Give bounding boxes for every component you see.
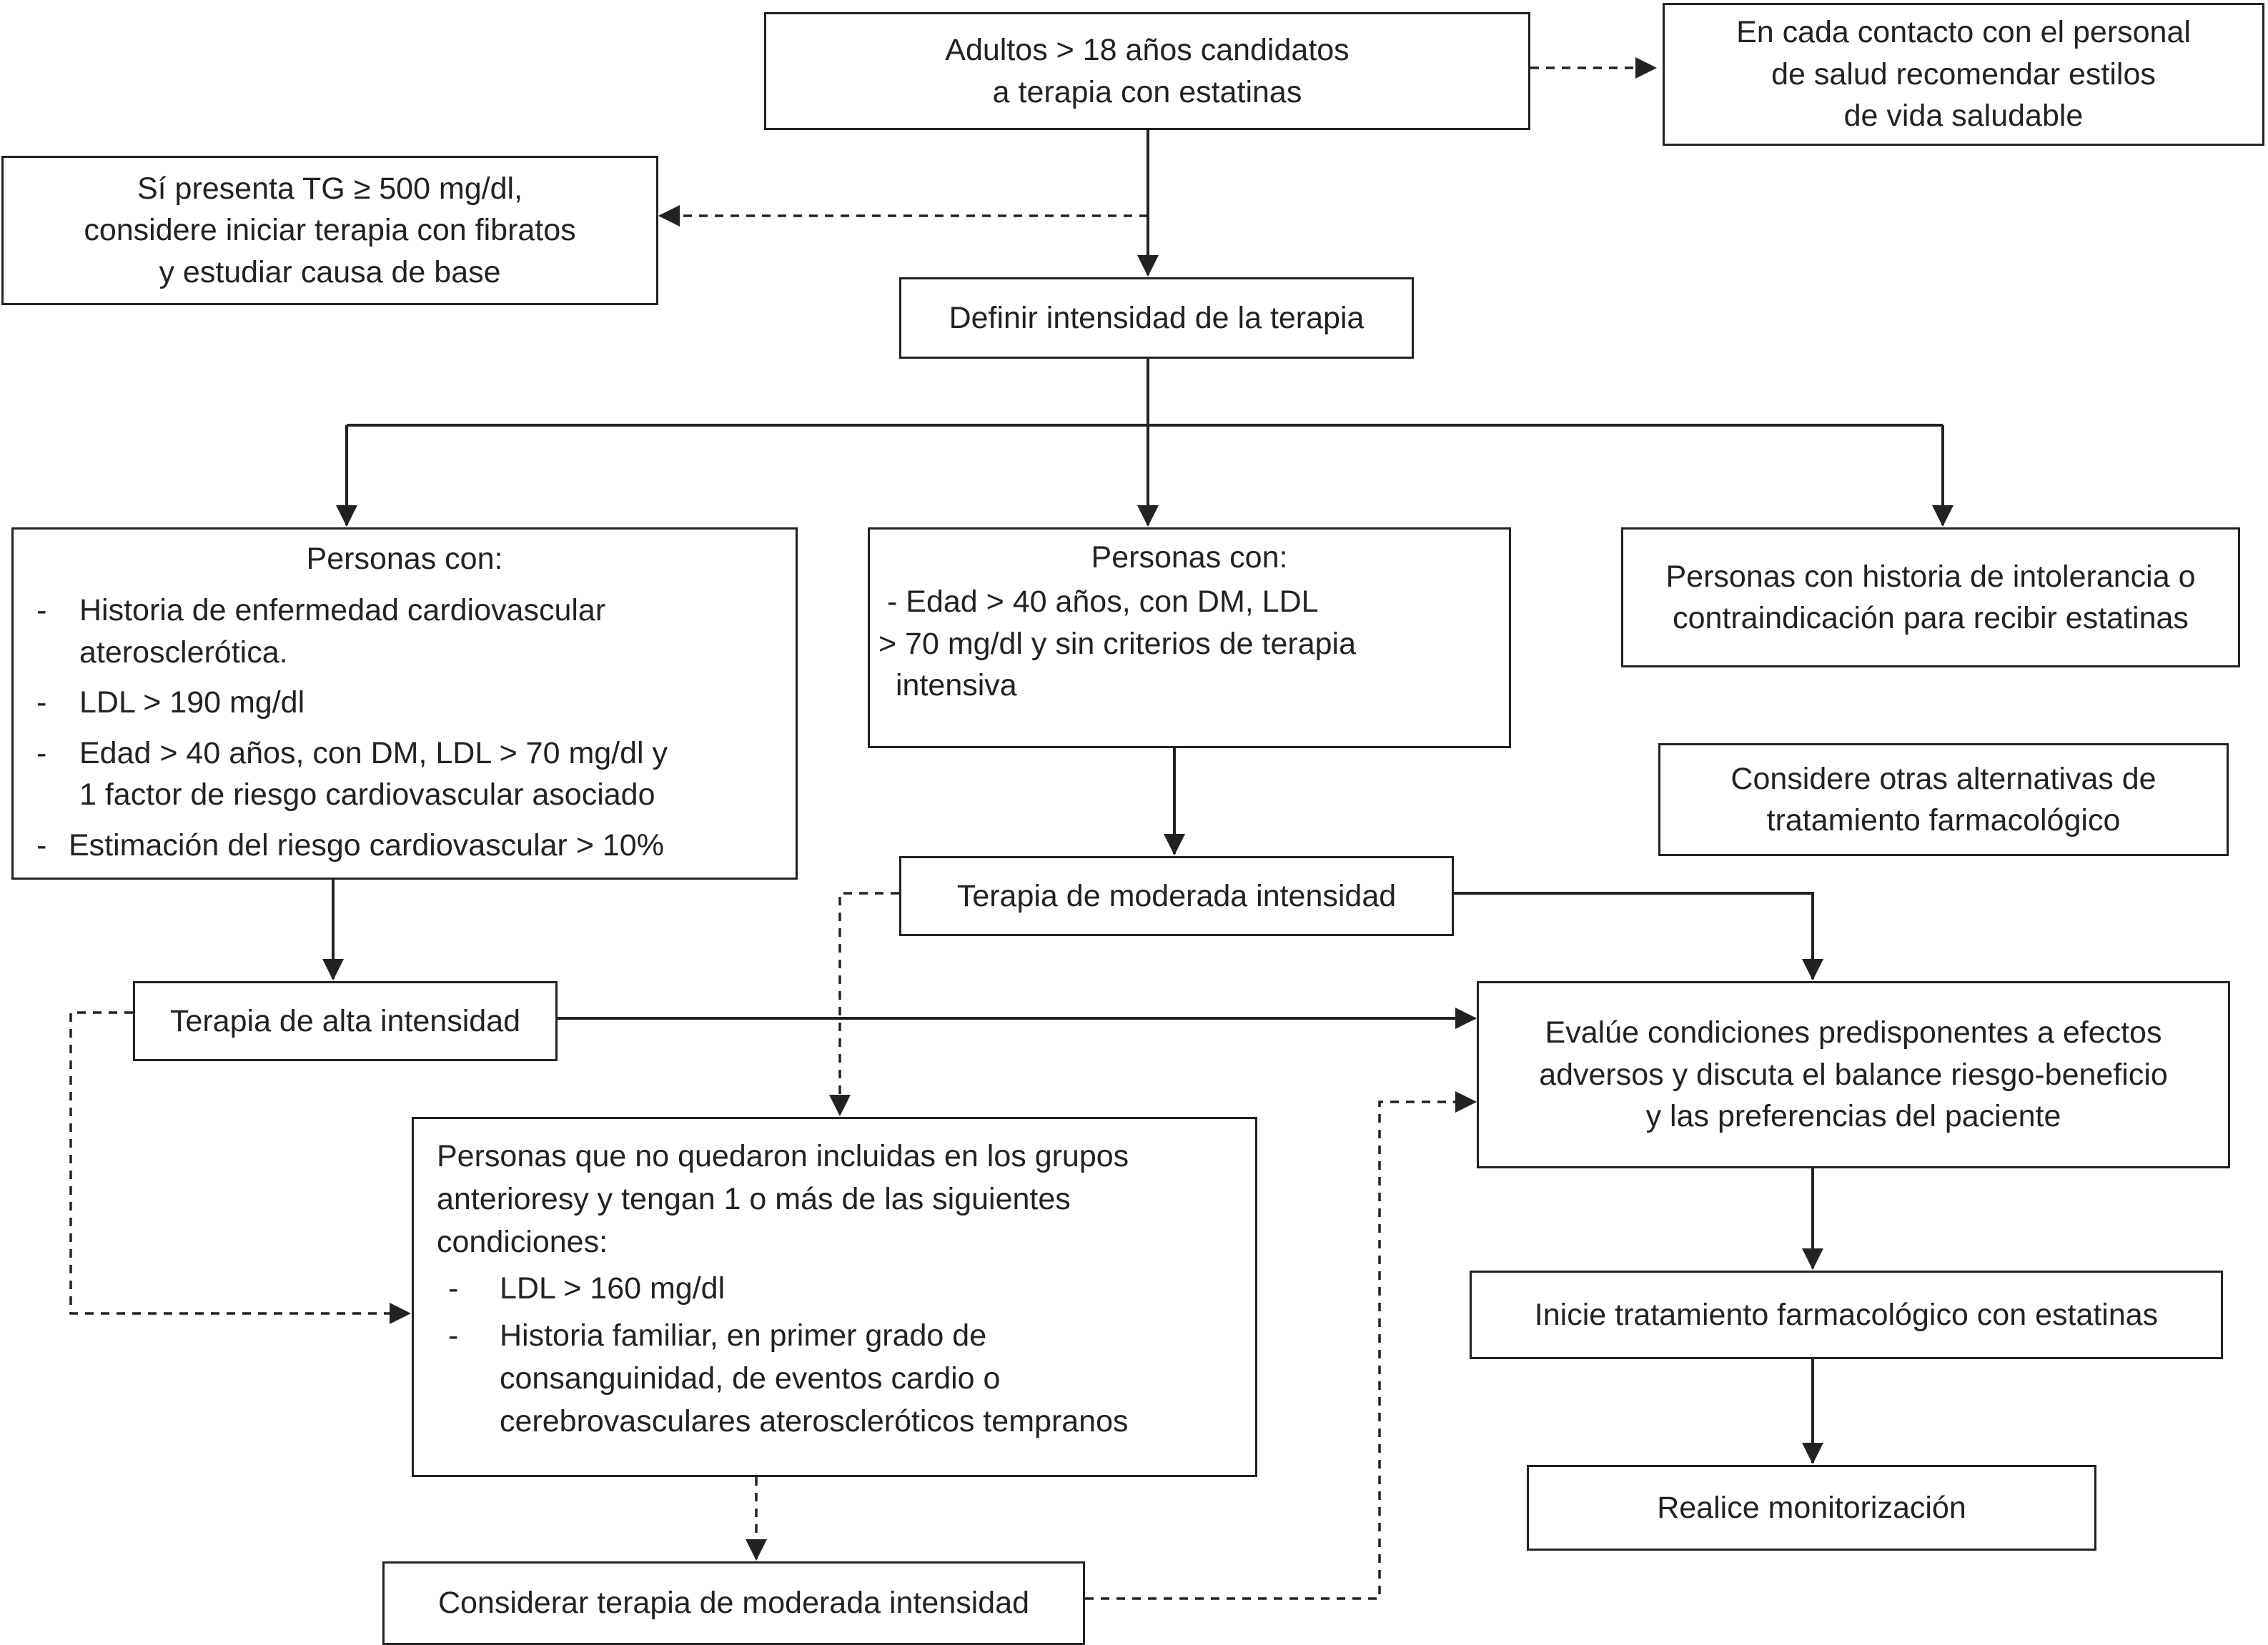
connector-consider-moderate-to-evaluate — [1085, 1100, 1475, 1600]
node-lifestyle-line-1: En cada contacto con el personal — [1736, 15, 2191, 50]
node-group-high-item-2: - LDL > 190 mg/dl — [36, 682, 796, 723]
bullet-dash: - — [36, 828, 47, 863]
node-others-intro-line-2: anterioresy y tengan 1 o más de las sigu… — [437, 1182, 1071, 1217]
node-group-high-item-3: - Edad > 40 años, con DM, LDL > 70 mg/dl… — [36, 732, 796, 816]
node-others-item-2-line-3: cerebrovasculares ateroscleróticos tempr… — [500, 1404, 1129, 1439]
node-start-statins: Inicie tratamiento farmacológico con est… — [1470, 1271, 2223, 1359]
node-start-statins-line-1: Inicie tratamiento farmacológico con est… — [1534, 1297, 2159, 1332]
node-group-moderate-line-1: - Edad > 40 años, con DM, LDL — [887, 585, 1319, 620]
arrowhead-evaluate-from-high — [1455, 1008, 1477, 1029]
node-monitoring: Realice monitorización — [1527, 1465, 2096, 1551]
bullet-dash: - — [36, 735, 47, 770]
node-group-moderate-line-2: > 70 mg/dl y sin criterios de terapia — [878, 626, 1357, 661]
node-others-item-1-line-1: LDL > 160 mg/dl — [500, 1271, 726, 1306]
bullet-dash: - — [448, 1271, 459, 1306]
node-group-intolerance-line-1: Personas con historia de intolerancia o — [1665, 559, 2196, 594]
node-group-high-item-3-line-2: 1 factor de riesgo cardiovascular asocia… — [79, 777, 655, 812]
node-others-item-1: - LDL > 160 mg/dl — [437, 1267, 1255, 1310]
connector-moderate-therapy-to-evaluate — [1454, 892, 1814, 979]
node-moderate-therapy-line-1: Terapia de moderada intensidad — [956, 878, 1397, 913]
bullet-dash: - — [36, 593, 47, 628]
node-adults-line-1: Adultos > 18 años candidatos — [945, 33, 1350, 68]
arrowhead-start — [1802, 1248, 1823, 1270]
node-alternatives: Considere otras alternativas de tratamie… — [1658, 743, 2229, 856]
node-tg: Sí presenta TG ≥ 500 mg/dl, considere in… — [1, 156, 658, 305]
arrowhead-moderate-therapy — [1164, 834, 1185, 855]
node-group-intolerance: Personas con historia de intolerancia o … — [1621, 527, 2240, 667]
node-group-high-item-4: - Estimación del riesgo cardiovascular >… — [36, 825, 796, 866]
bullet-dash: - — [448, 1318, 459, 1353]
arrowhead-evaluate-from-consider — [1455, 1091, 1477, 1113]
node-group-high-item-3-line-1: Edad > 40 años, con DM, LDL > 70 mg/dl y — [79, 735, 668, 770]
node-group-moderate: Personas con: - Edad > 40 años, con DM, … — [868, 527, 1511, 748]
node-lifestyle-line-2: de salud recomendar estilos — [1771, 56, 2156, 91]
node-group-high-title: Personas con: — [306, 542, 503, 576]
connector-high-therapy-to-others — [69, 1011, 410, 1315]
node-group-high-item-1: - Historia de enfermedad cardiovascular … — [36, 590, 796, 673]
node-evaluate-line-1: Evalúe condiciones predisponentes a efec… — [1545, 1015, 2162, 1050]
node-others-intro-line-1: Personas que no quedaron incluidas en lo… — [437, 1139, 1129, 1173]
node-evaluate-line-2: adversos y discuta el balance riesgo-ben… — [1539, 1057, 2168, 1092]
arrowhead-group-moderate — [1137, 505, 1159, 527]
node-moderate-therapy: Terapia de moderada intensidad — [899, 856, 1454, 936]
node-evaluate-line-3: y las preferencias del paciente — [1645, 1099, 2061, 1134]
arrowhead-monitoring — [1802, 1443, 1823, 1464]
node-evaluate: Evalúe condiciones predisponentes a efec… — [1477, 981, 2230, 1168]
node-tg-line-3: y estudiar causa de base — [159, 254, 501, 289]
node-group-high: Personas con: - Historia de enfermedad c… — [11, 527, 798, 880]
node-high-therapy: Terapia de alta intensidad — [133, 981, 558, 1061]
node-group-high-item-4-line-1: Estimación del riesgo cardiovascular > 1… — [69, 828, 664, 863]
node-others-item-2-line-1: Historia familiar, en primer grado de — [500, 1318, 987, 1353]
node-tg-line-2: considere iniciar terapia con fibratos — [84, 213, 576, 248]
node-group-moderate-title: Personas con: — [1091, 540, 1288, 575]
node-adults: Adultos > 18 años candidatos a terapia c… — [764, 12, 1530, 130]
node-define: Definir intensidad de la terapia — [899, 277, 1414, 359]
node-alternatives-line-1: Considere otras alternativas de — [1730, 761, 2156, 796]
arrowhead-evaluate-from-moderate — [1802, 959, 1823, 980]
node-consider-moderate: Considerar terapia de moderada intensida… — [382, 1561, 1085, 1645]
node-consider-moderate-line-1: Considerar terapia de moderada intensida… — [437, 1586, 1030, 1621]
node-monitoring-line-1: Realice monitorización — [1657, 1490, 1966, 1525]
node-others-item-2: - Historia familiar, en primer grado de … — [437, 1314, 1255, 1443]
node-lifestyle-line-3: de vida saludable — [1843, 99, 2084, 134]
arrowhead-group-intolerance — [1932, 505, 1953, 527]
node-group-high-item-1-line-1: Historia de enfermedad cardiovascular — [79, 593, 606, 628]
node-tg-line-1: Sí presenta TG ≥ 500 mg/dl, — [137, 171, 523, 206]
node-group-high-item-2-line-1: LDL > 190 mg/dl — [79, 685, 305, 720]
node-define-line-1: Definir intensidad de la terapia — [949, 300, 1365, 335]
node-others-item-2-line-2: consanguinidad, de eventos cardio o — [500, 1361, 1001, 1396]
arrowhead-lifestyle — [1635, 57, 1657, 79]
node-others-intro-line-3: condiciones: — [437, 1225, 608, 1260]
connector-moderate-therapy-to-others — [838, 892, 899, 1115]
arrowhead-define — [1137, 255, 1159, 277]
arrowhead-tg — [658, 205, 680, 227]
arrowhead-others-from-high — [390, 1303, 411, 1324]
arrowhead-high-therapy — [322, 959, 344, 980]
bullet-dash: - — [36, 685, 47, 720]
arrowhead-consider-moderate — [746, 1539, 767, 1561]
node-group-moderate-line-3: intensiva — [896, 668, 1017, 703]
node-lifestyle: En cada contacto con el personal de salu… — [1663, 3, 2264, 146]
node-high-therapy-line-1: Terapia de alta intensidad — [169, 1003, 521, 1038]
node-adults-line-2: a terapia con estatinas — [992, 74, 1302, 109]
arrowhead-group-high — [336, 505, 357, 527]
node-alternatives-line-2: tratamiento farmacológico — [1766, 803, 2121, 838]
arrowhead-others-from-moderate — [829, 1095, 851, 1116]
node-others: Personas que no quedaron incluidas en lo… — [412, 1117, 1257, 1477]
node-group-high-item-1-line-2: aterosclerótica. — [79, 635, 288, 670]
node-group-intolerance-line-2: contraindicación para recibir estatinas — [1673, 601, 2189, 635]
